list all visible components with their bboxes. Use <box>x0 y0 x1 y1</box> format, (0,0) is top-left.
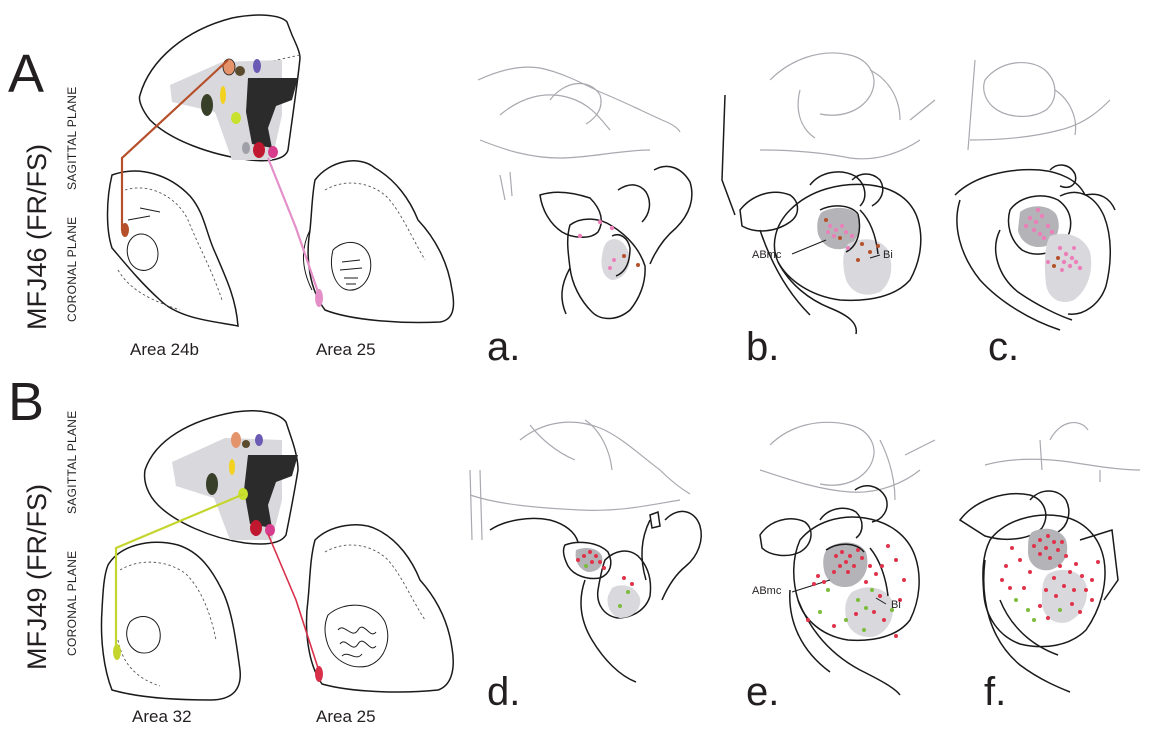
injection-area25-a <box>315 289 323 307</box>
area-label-25-b: Area 25 <box>316 707 376 726</box>
nucleus-label-abmc-e: ABmc <box>752 585 782 597</box>
section-f: f. <box>960 423 1140 714</box>
panel-letter-a: A <box>8 44 44 104</box>
coronal-section-area32 <box>101 542 240 700</box>
sagittal-plane-label-b: SAGITTAL PLANE <box>65 410 79 514</box>
section-label-d: d. <box>487 670 520 714</box>
panel-letter-b: B <box>8 372 44 432</box>
section-label-a: a. <box>487 325 520 369</box>
coronal-section-area24b <box>108 171 239 326</box>
injection-area25-b <box>315 666 323 682</box>
injection-area24b <box>121 223 129 237</box>
case-label-mfj49: MFJ49 (FR/FS) <box>22 484 52 670</box>
nucleus-label-bi-e: Bi <box>891 599 901 611</box>
area-label-24b: Area 24b <box>130 340 199 359</box>
section-a: a. <box>478 67 692 369</box>
panel-b: B MFJ49 (FR/FS) SAGITTAL PLANE CORONAL P… <box>8 372 1140 726</box>
section-label-b: b. <box>746 325 779 369</box>
section-label-f: f. <box>984 670 1006 714</box>
nucleus-label-abmc-b: ABmc <box>752 249 782 261</box>
case-label-mfj46: MFJ46 (FR/FS) <box>22 144 52 330</box>
coronal-plane-label-a: CORONAL PLANE <box>65 217 79 322</box>
section-b: ABmc Bi b. <box>722 53 935 369</box>
section-label-c: c. <box>988 325 1019 369</box>
area-label-32: Area 32 <box>132 707 192 726</box>
sagittal-section-b <box>145 411 298 544</box>
connector-area25-b <box>268 534 318 668</box>
coronal-section-area25-b <box>307 525 454 692</box>
section-c: c. <box>955 60 1115 369</box>
section-e: ABmc Bi e. <box>746 422 935 714</box>
sagittal-section-a <box>139 15 300 161</box>
sagittal-plane-label-a: SAGITTAL PLANE <box>65 86 79 190</box>
section-label-e: e. <box>746 670 779 714</box>
coronal-section-area25-a <box>303 161 453 323</box>
section-d: d. <box>470 420 701 714</box>
panel-a: A MFJ46 (FR/FS) SAGITTAL PLANE CORONAL P… <box>8 15 1115 369</box>
nucleus-label-bi-b: Bi <box>883 249 893 261</box>
injection-area32 <box>113 644 121 660</box>
coronal-plane-label-b: CORONAL PLANE <box>65 551 79 656</box>
area-label-25-a: Area 25 <box>316 340 376 359</box>
